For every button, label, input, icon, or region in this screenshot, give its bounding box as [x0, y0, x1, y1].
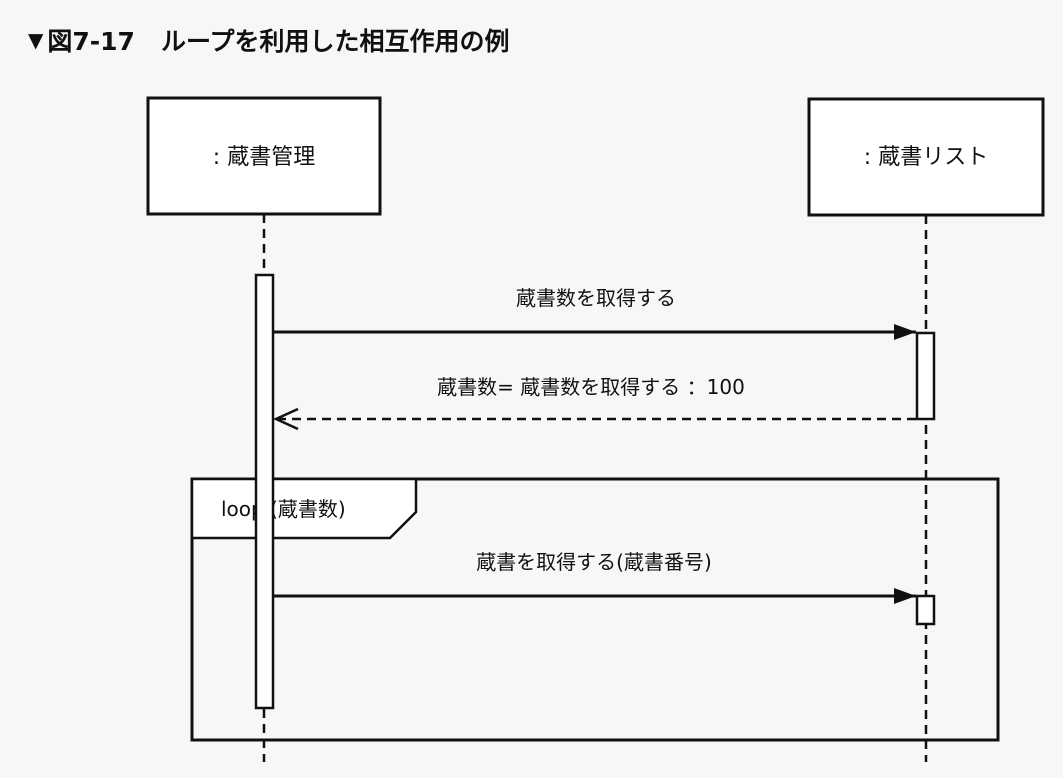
lifeline-label: : 蔵書管理 — [213, 145, 315, 170]
loop-operator-pentagon — [190, 477, 418, 540]
figure-title: ▼ 図7-17 ループを利用した相互作用の例 — [28, 22, 509, 58]
activation-bar-list-2 — [915, 594, 936, 626]
message-label: 蔵書を取得する(蔵書番号) — [476, 550, 712, 574]
loop-fragment: loop (蔵書数) — [190, 477, 1000, 742]
loop-operator-label: loop (蔵書数) — [221, 497, 346, 521]
activation-bar-kanri — [254, 273, 275, 710]
lifeline-zousho-kanri: : 蔵書管理 — [146, 96, 382, 762]
triangle-marker-icon: ▼ — [28, 28, 44, 52]
loop-fragment-frame — [190, 477, 1000, 742]
message-get-count: 蔵書数を取得する — [273, 286, 916, 340]
lifeline-zousho-list: : 蔵書リスト — [807, 97, 1045, 762]
activation-bar-list-1 — [915, 331, 936, 421]
figure-number: 図7-17 — [47, 27, 135, 56]
lifeline-label: : 蔵書リスト — [864, 145, 988, 170]
message-get-book: 蔵書を取得する(蔵書番号) — [273, 550, 916, 604]
open-arrowhead-icon — [272, 407, 299, 431]
message-label: 蔵書数を取得する — [516, 286, 676, 310]
figure-caption: ループを利用した相互作用の例 — [160, 27, 510, 56]
message-label: 蔵書数= 蔵書数を取得する ：100 — [437, 375, 745, 399]
lifeline-head-box — [146, 96, 382, 216]
message-return-count: 蔵書数= 蔵書数を取得する ：100 — [272, 375, 916, 431]
